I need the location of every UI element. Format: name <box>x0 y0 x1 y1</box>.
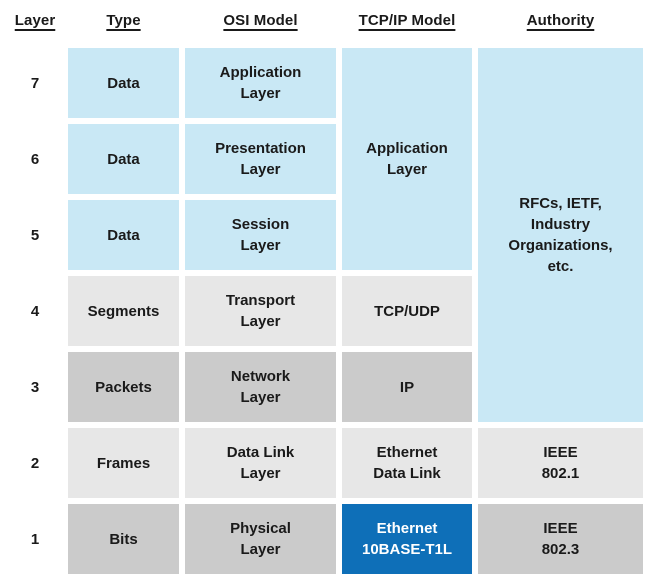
header-tcpip-model: TCP/IP Model <box>358 12 456 29</box>
header-layer: Layer <box>14 12 56 29</box>
osi-tcpip-diagram: Layer Type OSI Model TCP/IP Model Author… <box>8 10 648 574</box>
column-headers: Layer Type OSI Model TCP/IP Model Author… <box>8 10 648 42</box>
tcpip-ip-cell: IP <box>342 352 472 422</box>
type-cell-layer-2: Frames <box>68 428 179 498</box>
layer-number-5: 5 <box>30 226 40 244</box>
header-authority: Authority <box>526 12 595 29</box>
layer-number-6: 6 <box>30 150 40 168</box>
osi-network-layer-cell: Network Layer <box>185 352 336 422</box>
authority-ieee-8021-cell: IEEE 802.1 <box>478 428 643 498</box>
header-type: Type <box>106 12 141 29</box>
tcpip-tcp-udp-cell: TCP/UDP <box>342 276 472 346</box>
type-cell-layer-4: Segments <box>68 276 179 346</box>
layer-number-1: 1 <box>30 530 40 548</box>
layer-number-3: 3 <box>30 378 40 396</box>
type-cell-layer-3: Packets <box>68 352 179 422</box>
type-cell-layer-1: Bits <box>68 504 179 574</box>
osi-session-layer-cell: Session Layer <box>185 200 336 270</box>
osi-transport-layer-cell: Transport Layer <box>185 276 336 346</box>
layer-number-4: 4 <box>30 302 40 320</box>
osi-data-link-layer-cell: Data Link Layer <box>185 428 336 498</box>
type-cell-layer-7: Data <box>68 48 179 118</box>
osi-application-layer-cell: Application Layer <box>185 48 336 118</box>
layer-number-2: 2 <box>30 454 40 472</box>
osi-physical-layer-cell: Physical Layer <box>185 504 336 574</box>
authority-rfc-ietf-cell: RFCs, IETF, Industry Organizations, etc. <box>478 48 643 422</box>
layer-number-7: 7 <box>30 74 40 92</box>
osi-presentation-layer-cell: Presentation Layer <box>185 124 336 194</box>
tcpip-ethernet-data-link-cell: Ethernet Data Link <box>342 428 472 498</box>
layer-table: Application Layer RFCs, IETF, Industry O… <box>8 48 648 574</box>
tcpip-ethernet-10base-t1l-cell: Ethernet 10BASE-T1L <box>342 504 472 574</box>
type-cell-layer-5: Data <box>68 200 179 270</box>
authority-ieee-8023-cell: IEEE 802.3 <box>478 504 643 574</box>
tcpip-application-layer-cell: Application Layer <box>342 48 472 270</box>
header-osi-model: OSI Model <box>223 12 298 29</box>
type-cell-layer-6: Data <box>68 124 179 194</box>
